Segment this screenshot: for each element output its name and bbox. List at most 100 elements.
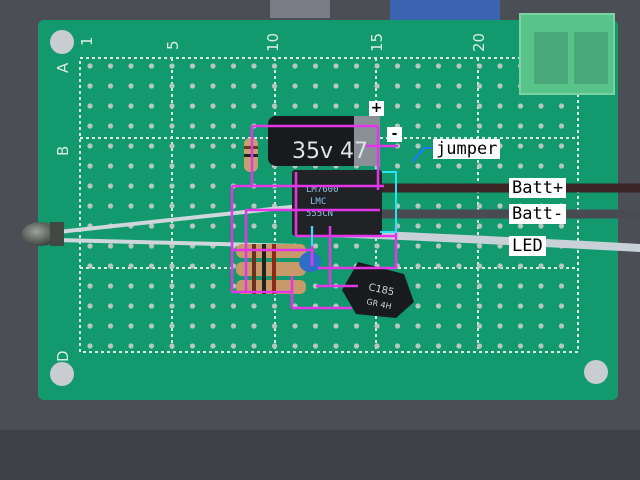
pad-hole — [538, 163, 544, 169]
pad-hole — [107, 243, 114, 249]
pad-hole — [415, 203, 421, 209]
pad-hole — [476, 303, 483, 309]
pad-hole — [435, 303, 442, 309]
pad-hole — [456, 63, 462, 69]
pad-hole — [353, 63, 360, 69]
pad-hole — [415, 83, 421, 89]
pad-hole — [128, 83, 134, 89]
pad-hole — [87, 283, 93, 289]
column-number: 10 — [264, 33, 282, 52]
pad-hole — [169, 303, 175, 309]
pad-hole — [394, 163, 401, 169]
pad-hole — [271, 83, 278, 89]
pad-hole — [558, 143, 565, 149]
pad-hole — [189, 343, 196, 349]
pad-hole — [435, 103, 442, 109]
pad-hole — [538, 283, 544, 289]
pad-hole — [333, 103, 339, 109]
pad-hole — [538, 223, 544, 229]
pad-hole — [374, 243, 380, 249]
pad-hole — [251, 323, 257, 329]
pad-hole — [415, 303, 421, 309]
pad-hole — [128, 203, 134, 209]
terminal-connector — [519, 13, 615, 95]
pad-hole — [333, 343, 339, 349]
pad-hole — [435, 203, 442, 209]
pad-hole — [312, 63, 319, 69]
pad-hole — [210, 303, 216, 309]
pad-hole — [251, 203, 257, 209]
pad-hole — [353, 343, 360, 349]
pad-hole — [394, 323, 401, 329]
pad-hole — [271, 223, 278, 229]
pad-hole — [128, 283, 134, 289]
pad-hole — [415, 223, 421, 229]
pad-hole — [148, 83, 155, 89]
pad-hole — [210, 203, 216, 209]
pad-hole — [456, 263, 462, 269]
pad-hole — [415, 323, 421, 329]
pad-hole — [435, 123, 442, 129]
pad-hole — [189, 163, 196, 169]
pad-hole — [456, 203, 462, 209]
transistor: C185 GR 4H — [342, 262, 414, 318]
row-letter: D — [54, 350, 72, 362]
batt-plus-label: Batt+ — [509, 178, 567, 198]
pad-hole — [107, 283, 114, 289]
pad-hole — [415, 123, 421, 129]
pad-hole — [517, 323, 524, 329]
pad-hole — [251, 343, 257, 349]
pad-hole — [148, 123, 155, 129]
pad-hole — [271, 343, 278, 349]
pad-hole — [128, 303, 134, 309]
polarity-minus-label: - — [387, 127, 402, 142]
pad-hole — [189, 223, 196, 229]
led-label: LED — [509, 236, 546, 256]
pad-hole — [497, 163, 503, 169]
pad-hole — [230, 63, 237, 69]
pad-hole — [128, 103, 134, 109]
transistor-marking-line1: C185 — [367, 282, 395, 298]
pad-hole — [476, 203, 483, 209]
pad-hole — [435, 83, 442, 89]
pad-hole — [210, 223, 216, 229]
pad-hole — [87, 183, 93, 189]
pad-hole — [189, 83, 196, 89]
pad-hole — [435, 223, 442, 229]
pad-hole — [128, 123, 134, 129]
pad-hole — [210, 323, 216, 329]
pad-hole — [435, 63, 442, 69]
pad-hole — [107, 123, 114, 129]
pad-hole — [497, 323, 503, 329]
pad-hole — [189, 263, 196, 269]
pad-hole — [210, 143, 216, 149]
ceramic-capacitor — [299, 252, 321, 272]
pad-hole — [312, 323, 319, 329]
column-number: 20 — [470, 33, 488, 52]
pad-hole — [292, 83, 298, 89]
pad-hole — [169, 63, 175, 69]
pad-hole — [128, 143, 134, 149]
batt-minus-label: Batt- — [509, 204, 567, 224]
pad-hole — [558, 223, 565, 229]
background-object — [270, 0, 330, 18]
pad-hole — [87, 323, 93, 329]
pad-hole — [189, 63, 196, 69]
pad-hole — [169, 203, 175, 209]
pad-hole — [538, 143, 544, 149]
pad-hole — [456, 323, 462, 329]
electrolytic-capacitor: 35v 47 — [268, 116, 380, 166]
pad-hole — [435, 283, 442, 289]
pad-hole — [538, 303, 544, 309]
pad-hole — [148, 163, 155, 169]
mounting-hole — [50, 30, 74, 54]
pad-hole — [517, 103, 524, 109]
pad-hole — [333, 63, 339, 69]
pad-hole — [538, 123, 544, 129]
pad-hole — [292, 343, 298, 349]
pad-hole — [312, 103, 319, 109]
ic-marking-line2: LMC — [310, 197, 326, 207]
pad-hole — [107, 83, 114, 89]
pad-hole — [476, 283, 483, 289]
pad-hole — [415, 63, 421, 69]
